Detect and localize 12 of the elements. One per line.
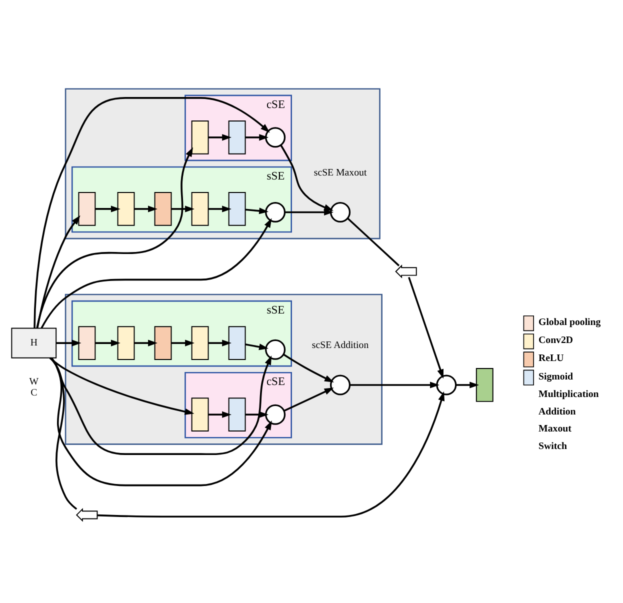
legend-label: Maxout [538,424,572,435]
legend-label: Addition [538,406,576,418]
legend-label: Multiplication [538,389,599,400]
legend-label: Global pooling [538,317,601,328]
node-label: scSE Maxout [314,167,367,178]
node-label: W [29,376,39,388]
legend-label: Switch [538,440,568,452]
node-label: scSE Addition [312,340,369,352]
node-label: C [30,387,38,398]
legend-label: Conv2D [538,335,574,346]
legend-label: ReLU [538,353,564,364]
legend-label: Sigmoid [538,371,574,382]
